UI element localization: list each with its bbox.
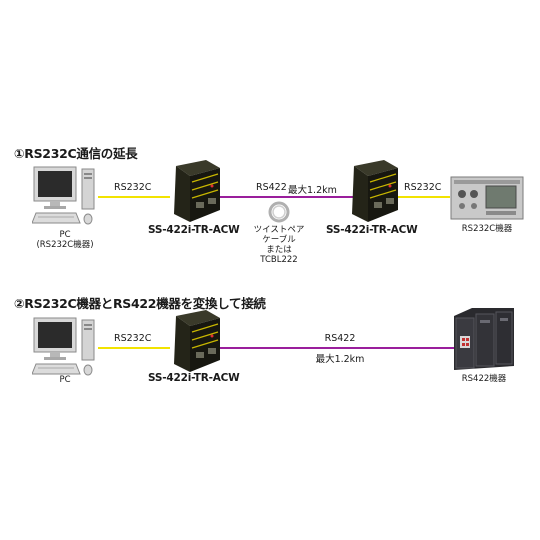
- rs422-label: RS422: [256, 182, 287, 193]
- pc-label-2: PC: [59, 375, 71, 385]
- rs232c-line-left: [98, 196, 170, 198]
- rs422-label-2: RS422: [324, 333, 356, 344]
- rs232c-label-2: RS232C: [114, 333, 152, 344]
- converter-icon: [174, 160, 220, 222]
- pc-sublabel: (RS232C機器): [36, 240, 94, 250]
- rs232c-equipment-icon: [450, 176, 524, 220]
- cable-note-line3: または: [266, 245, 292, 255]
- device-model-left: SS-422i-TR-ACW: [148, 224, 240, 236]
- max-distance-label-2: 最大1.2km: [315, 354, 365, 365]
- rs232c-line-right: [398, 196, 450, 198]
- cable-note-line1: ツイストペア: [253, 225, 305, 235]
- rs232c-equipment-label: RS232C機器: [461, 224, 513, 234]
- cable-note-line4: TCBL222: [260, 255, 298, 265]
- section1-title: ①RS232C通信の延長: [14, 146, 138, 161]
- pc-icon: [32, 317, 95, 376]
- rs422-equipment-label: RS422機器: [461, 374, 507, 384]
- rs232c-label-right: RS232C: [404, 182, 442, 193]
- rs422-line-2: [218, 347, 454, 349]
- pc-label: PC: [59, 230, 71, 240]
- max-distance-label: 最大1.2km: [288, 185, 337, 196]
- rs422-line: [218, 196, 354, 198]
- pc-icon: [32, 166, 95, 225]
- device-model-right: SS-422i-TR-ACW: [326, 224, 418, 236]
- converter-icon: [174, 310, 220, 372]
- rs232c-line-2: [98, 347, 170, 349]
- converter-icon: [352, 160, 398, 222]
- cable-note-line2: ケーブル: [262, 235, 296, 245]
- device-model-2: SS-422i-TR-ACW: [148, 372, 240, 384]
- section2-title: ②RS232C機器とRS422機器を変換して接続: [14, 296, 266, 311]
- cable-coil-icon: [268, 201, 290, 223]
- rs422-equipment-icon: [454, 308, 514, 370]
- rs232c-label-left: RS232C: [114, 182, 152, 193]
